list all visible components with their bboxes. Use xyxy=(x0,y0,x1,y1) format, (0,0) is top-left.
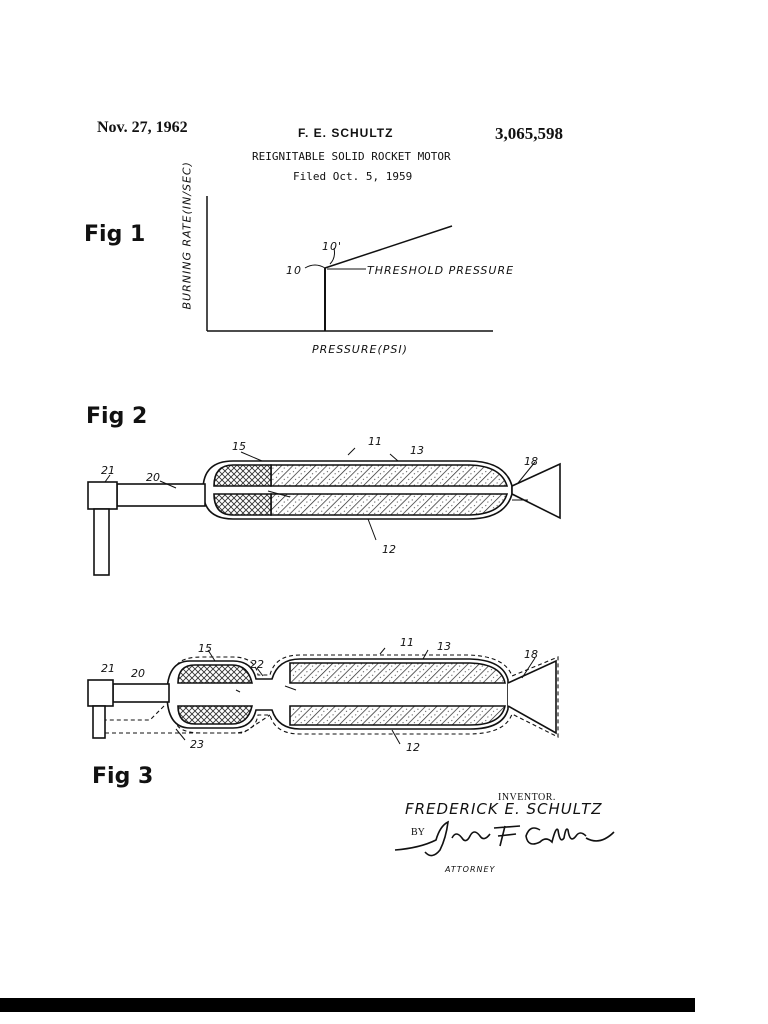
fig3-ref-12: 12 xyxy=(406,741,420,754)
fig3-grain-bottom xyxy=(289,705,506,726)
fig3-ref-11: 11 xyxy=(400,636,414,649)
fig3-igniter-bottom xyxy=(177,705,253,725)
threshold-pressure-annotation: THRESHOLD PRESSURE xyxy=(367,264,515,277)
fig3-feed-pipe xyxy=(112,683,170,703)
inventor-name: FREDERICK E. SCHULTZ xyxy=(405,800,603,818)
fig3-supply-pipe xyxy=(92,705,106,739)
fig3-ref-21: 21 xyxy=(101,662,115,675)
fig2-ref-15: 15 xyxy=(232,440,246,453)
inventor-label: INVENTOR. xyxy=(498,792,556,803)
fig1-graph xyxy=(206,196,493,332)
fig3-valve xyxy=(87,679,114,707)
by-label: BY xyxy=(411,827,425,838)
fig3-nozzle xyxy=(507,659,557,735)
fig3-ref-18: 18 xyxy=(524,648,538,661)
fig2-grain-bottom xyxy=(270,493,509,516)
fig2-valve xyxy=(87,481,118,510)
attorney-signature xyxy=(394,820,615,857)
attorney-label: ATTORNEY xyxy=(445,865,496,874)
fig3-ref-23: 23 xyxy=(190,738,204,751)
ref-10: 10 xyxy=(286,264,302,277)
filed-date: Filed Oct. 5, 1959 xyxy=(293,170,413,183)
ref-10-prime: 10' xyxy=(322,240,343,253)
fig3-ref-15: 15 xyxy=(198,642,212,655)
fig3-ref-22: 22 xyxy=(250,658,264,671)
patent-title: REIGNITABLE SOLID ROCKET MOTOR xyxy=(252,150,451,163)
fig2-rocket-motor xyxy=(87,447,561,576)
fig2-ref-13: 13 xyxy=(410,444,424,457)
fig2-igniter-bottom xyxy=(213,493,272,516)
fig3-ref-20: 20 xyxy=(131,667,145,680)
fig2-ref-18: 18 xyxy=(524,455,538,468)
fig2-igniter-top xyxy=(213,464,272,487)
fig2-feed-pipe xyxy=(116,483,206,507)
fig3-grain-top xyxy=(289,662,506,684)
fig1-label: Fig 1 xyxy=(84,222,146,247)
fig2-supply-pipe xyxy=(93,508,110,576)
fig2-label: Fig 2 xyxy=(86,404,148,429)
fig2-ref-11: 11 xyxy=(368,435,382,448)
fig3-vent-line xyxy=(105,714,271,734)
patent-date: Nov. 27, 1962 xyxy=(97,119,188,136)
fig2-ref-20: 20 xyxy=(146,471,160,484)
fig2-nozzle xyxy=(511,462,561,520)
fig3-label: Fig 3 xyxy=(92,764,154,789)
inventor-header: F. E. SCHULTZ xyxy=(298,126,394,140)
fig2-grain-top xyxy=(270,464,509,487)
fig3-ref-13: 13 xyxy=(437,640,451,653)
patent-number: 3,065,598 xyxy=(495,124,563,143)
fig2-ref-21: 21 xyxy=(101,464,115,477)
scan-border xyxy=(0,998,695,1012)
fig3-igniter-top xyxy=(177,664,253,684)
fig2-ref-12: 12 xyxy=(382,543,396,556)
fig1-x-axis-label: PRESSURE(PSI) xyxy=(312,343,408,356)
fig1-rate-line xyxy=(324,225,453,269)
fig3-rocket-motor xyxy=(87,647,559,745)
